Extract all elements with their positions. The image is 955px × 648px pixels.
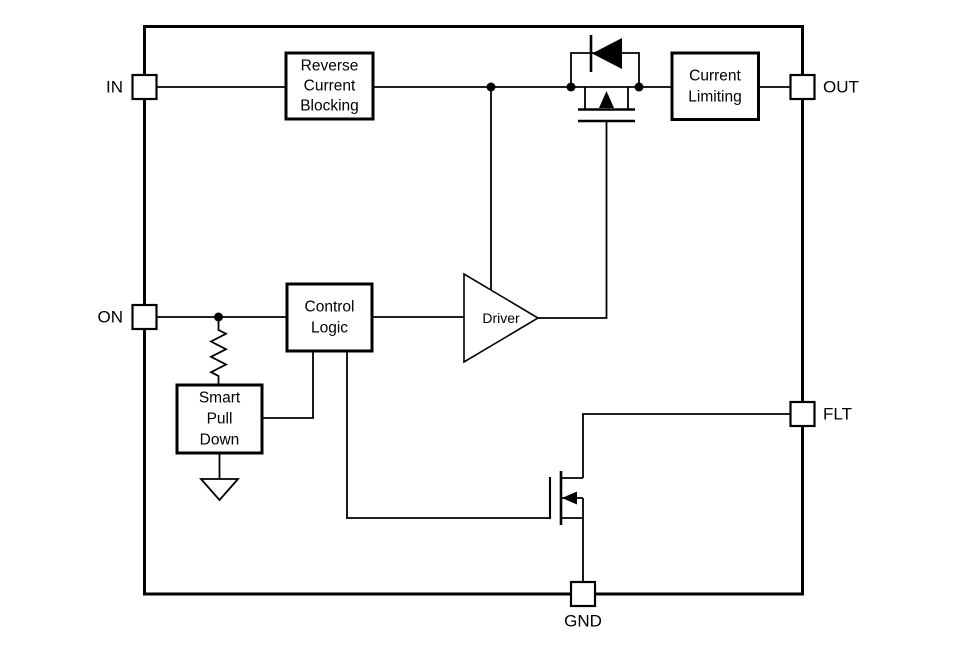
- block-control-logic: Control Logic: [285, 282, 374, 353]
- junction-dot: [214, 312, 223, 322]
- pin-on: ON: [98, 303, 158, 331]
- in-pin-label: IN: [106, 78, 123, 97]
- on-pin-square: [131, 303, 158, 331]
- current-limiting-box: [670, 51, 760, 121]
- pin-in: IN: [106, 73, 158, 101]
- reverse-current-blocking-label-2: Current: [304, 78, 356, 95]
- pin-gnd: GND: [564, 580, 602, 631]
- ground-icon: [199, 478, 240, 502]
- current-limiting-label-1: Current: [689, 68, 741, 85]
- smart-pull-down-box: [175, 383, 264, 455]
- control-logic-box: [285, 282, 374, 353]
- junction-dot: [566, 82, 576, 92]
- faultfet-body-arrow-icon: [562, 491, 577, 505]
- fet-body-arrow-icon: [599, 91, 614, 108]
- on-pin-label: ON: [98, 308, 124, 327]
- pass-fet-icon: [570, 35, 640, 123]
- wire-control-to-faultfet-gate: [346, 351, 549, 519]
- gnd-pin-label: GND: [564, 612, 602, 631]
- block-smart-pull-down: Smart Pull Down: [175, 383, 264, 455]
- smart-pull-down-label-1: Smart: [199, 390, 241, 407]
- gnd-pin-square: [569, 580, 597, 608]
- smart-pull-down-label-3: Down: [200, 432, 240, 449]
- wire-flt-to-faultfet-drain: [582, 413, 791, 478]
- current-limiting-label-2: Limiting: [688, 89, 741, 106]
- smart-pull-down-label-2: Pull: [207, 411, 233, 428]
- block-reverse-current-blocking: Reverse Current Blocking: [284, 51, 375, 121]
- fault-fet-icon: [548, 471, 584, 582]
- driver-label: Driver: [482, 310, 520, 326]
- reverse-current-blocking-label-1: Reverse: [301, 58, 359, 75]
- block-current-limiting: Current Limiting: [670, 51, 760, 121]
- control-logic-label-1: Control: [305, 299, 355, 316]
- reverse-current-blocking-label-3: Blocking: [300, 98, 359, 115]
- diode-triangle-icon: [592, 38, 622, 69]
- junction-dot: [634, 82, 644, 92]
- resistor-icon: [209, 317, 228, 385]
- flt-pin-square: [789, 400, 816, 428]
- wires: [156, 86, 791, 519]
- junction-dot: [486, 82, 496, 92]
- out-pin-label: OUT: [823, 78, 859, 97]
- pin-flt: FLT: [789, 400, 852, 428]
- out-pin-square: [789, 73, 816, 101]
- flt-pin-label: FLT: [823, 405, 852, 424]
- junction-dots: [214, 82, 644, 322]
- wire-control-to-smart-pull-down: [262, 351, 314, 419]
- driver-triangle-icon: [463, 272, 540, 364]
- driver-buffer: Driver: [463, 272, 540, 364]
- pin-out: OUT: [789, 73, 859, 101]
- in-pin-square: [131, 73, 158, 101]
- reverse-current-blocking-box: [284, 51, 375, 121]
- control-logic-label-2: Logic: [311, 320, 348, 337]
- wire-driver-to-passfet-gate: [538, 121, 608, 319]
